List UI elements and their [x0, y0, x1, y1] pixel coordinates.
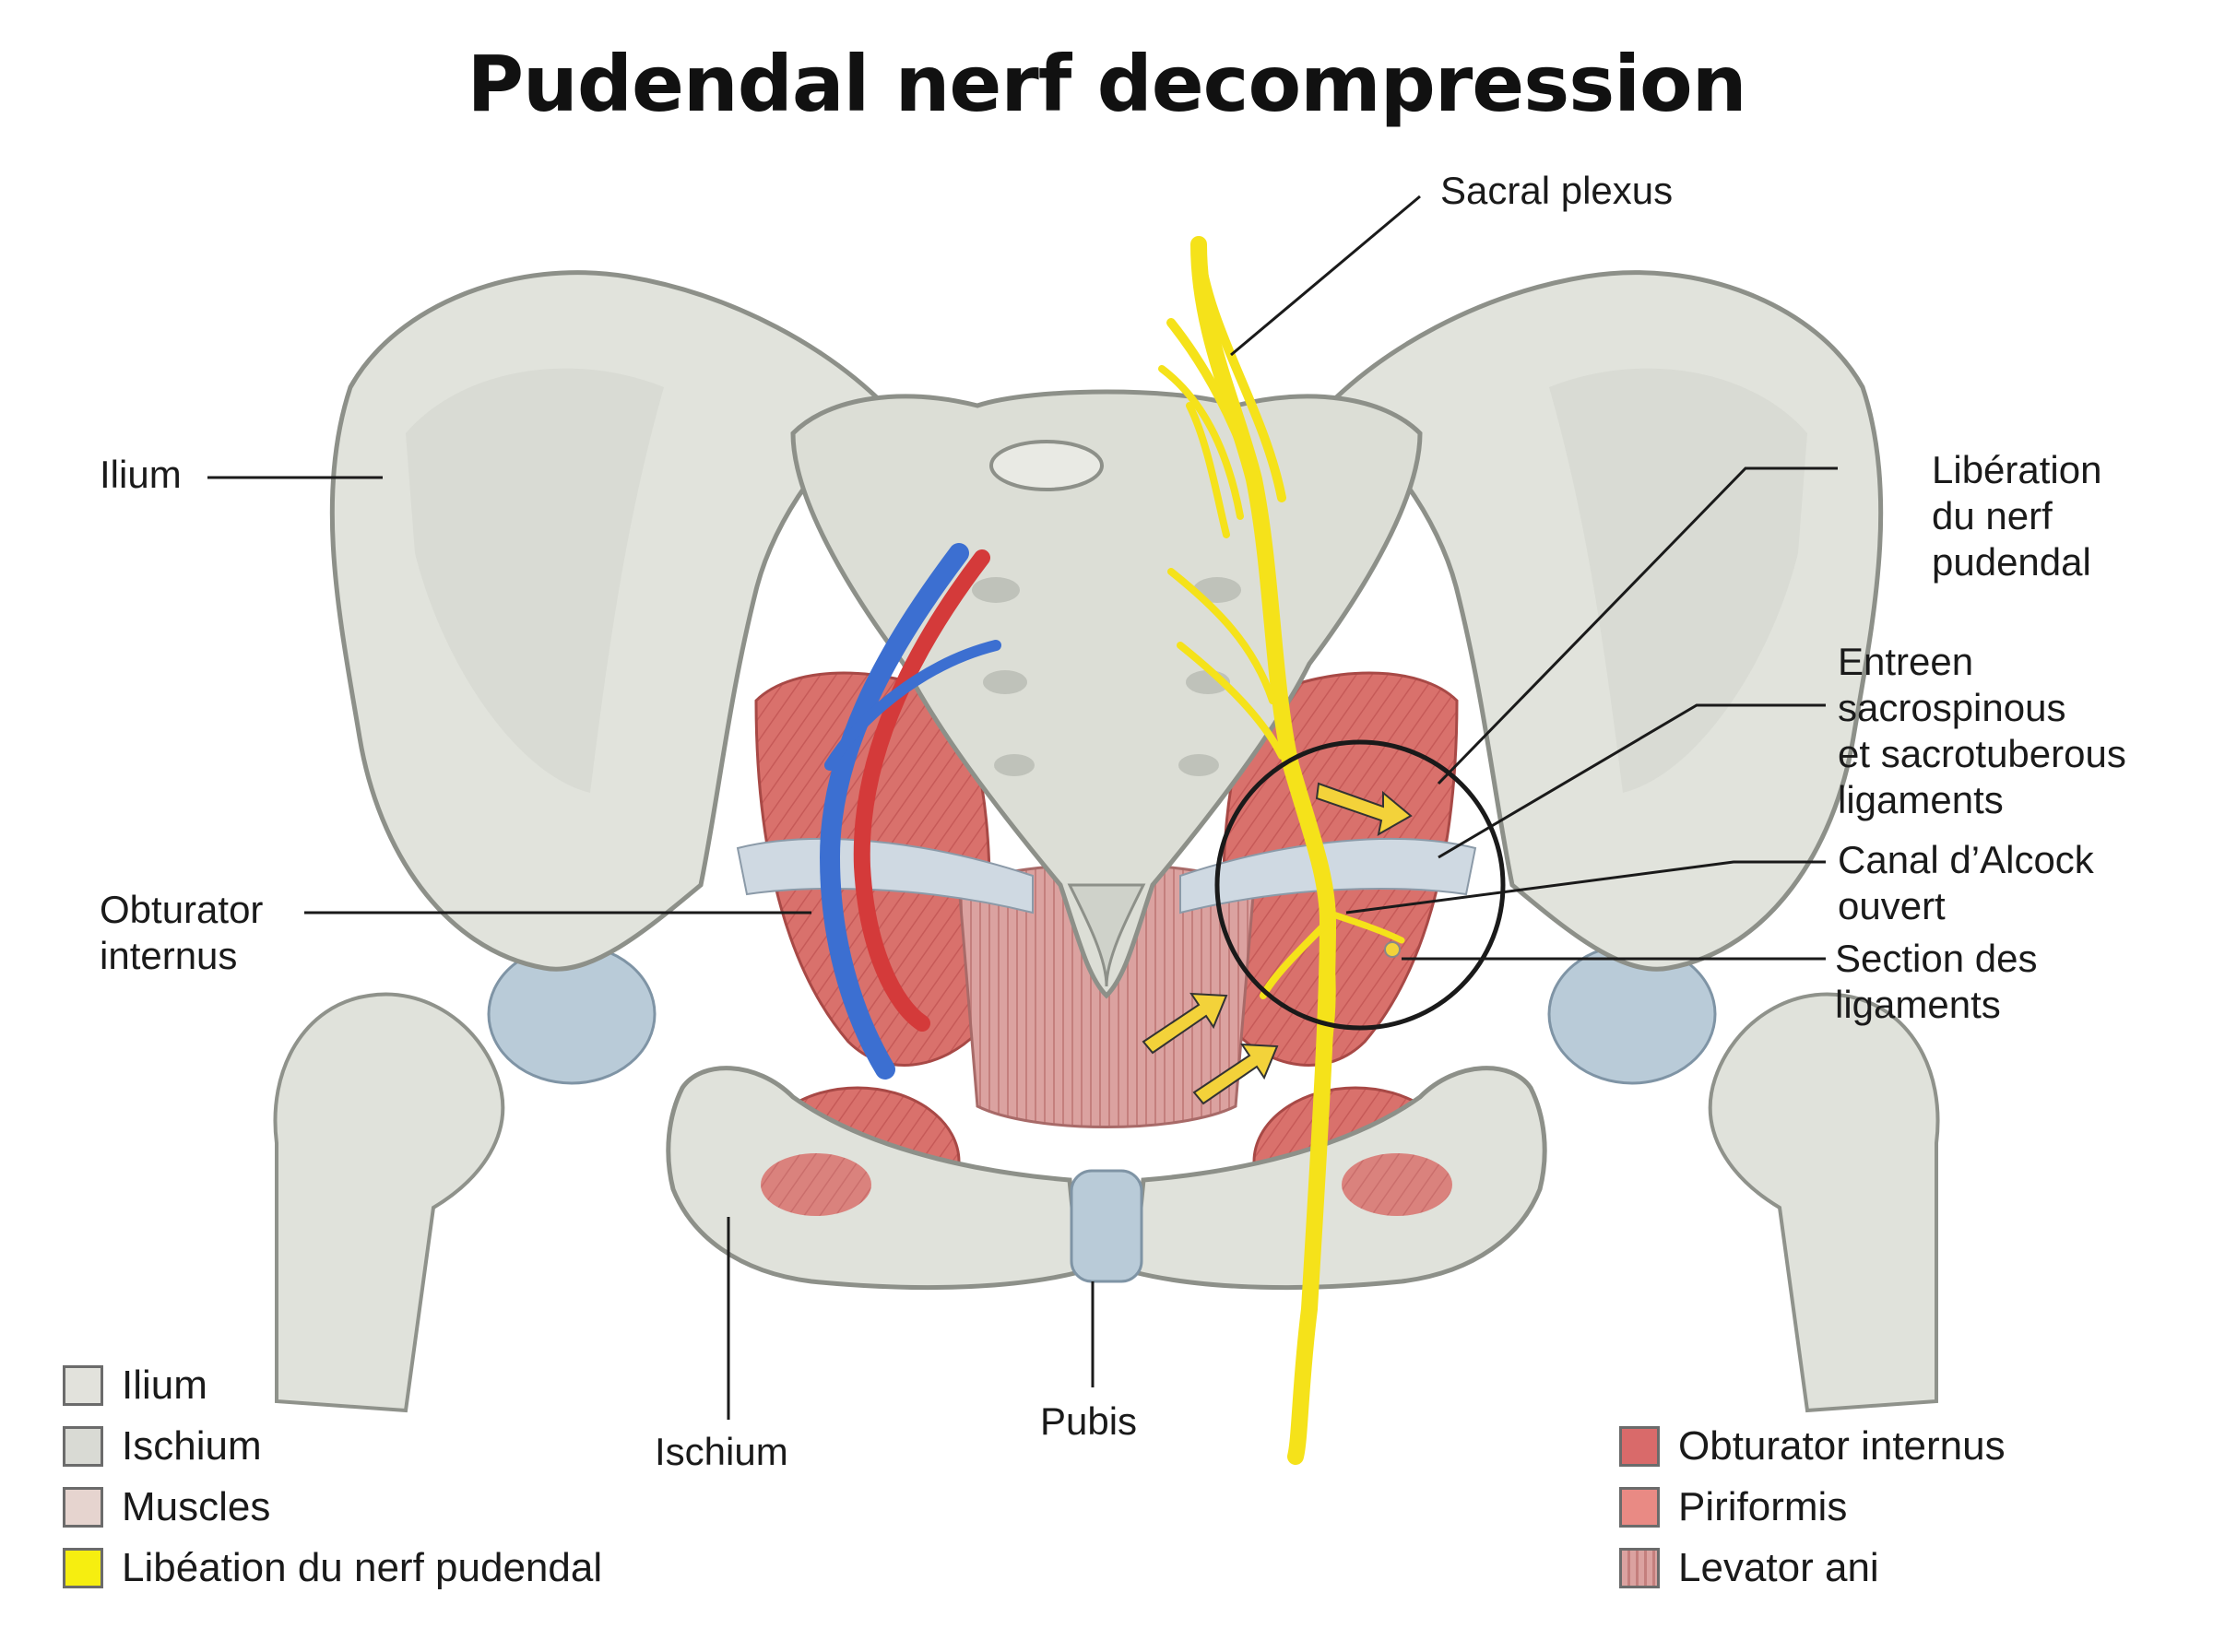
legend-swatch	[1619, 1548, 1660, 1588]
label-ischium: Ischium	[655, 1430, 788, 1473]
label-line: du nerf	[1932, 494, 2053, 537]
page-title: Pudendal nerf decompression	[467, 39, 1746, 129]
legend-left: Ilium Ischium Muscles Libéation du nerf …	[63, 1355, 602, 1599]
legend-swatch	[63, 1548, 103, 1588]
legend-label: Obturator internus	[1678, 1423, 2006, 1469]
label-line: internus	[100, 934, 238, 977]
legend-swatch	[63, 1426, 103, 1467]
legend-swatch	[1619, 1487, 1660, 1528]
label-line: Section des	[1835, 937, 2038, 980]
legend-label: Levator ani	[1678, 1545, 1879, 1590]
label-section: Section des ligaments	[1835, 936, 2037, 1028]
pudendal-nerve	[1158, 236, 1405, 1465]
label-line: ligaments	[1838, 778, 2004, 821]
legend-label: Libéation du nerf pudendal	[122, 1545, 603, 1590]
legend-swatch	[1619, 1426, 1660, 1467]
label-line: Obturator	[100, 888, 264, 931]
label-line: Entreen	[1838, 640, 1974, 683]
legend-label: Ilium	[122, 1363, 207, 1408]
label-line: et sacrotuberous	[1838, 732, 2126, 775]
label-canal: Canal d’Alcock ouvert	[1838, 837, 2094, 929]
label-entreen: Entreen sacrospinous et sacrotuberous li…	[1838, 639, 2126, 823]
legend-item-ischium: Ischium	[63, 1416, 602, 1477]
label-line: ouvert	[1838, 884, 1946, 927]
legend-item-piriformis: Piriformis	[1619, 1477, 2006, 1538]
legend-item-obturator: Obturator internus	[1619, 1416, 2006, 1477]
pubic-symphysis	[1070, 1169, 1143, 1283]
legend-label: Muscles	[122, 1484, 271, 1529]
right-ischium-pubis	[1131, 1066, 1547, 1291]
legend-right: Obturator internus Piriformis Levator an…	[1619, 1416, 2006, 1599]
leader-lines	[207, 195, 1838, 1420]
label-sacral-plexus: Sacral plexus	[1440, 169, 1674, 212]
label-line: pudendal	[1932, 540, 2091, 584]
decompression-circle	[1214, 739, 1506, 1031]
label-obturator-internus: Obturator internus	[100, 887, 263, 979]
legend-swatch	[63, 1487, 103, 1528]
label-line: Libération	[1932, 448, 2102, 491]
legend-item-nerve: Libéation du nerf pudendal	[63, 1538, 602, 1599]
label-liberation: Libération du nerf pudendal	[1932, 447, 2101, 585]
right-femur	[1708, 992, 1940, 1413]
label-line: Canal d’Alcock	[1838, 838, 2094, 881]
coccyx	[1067, 883, 1146, 987]
legend-item-levator: Levator ani	[1619, 1538, 2006, 1599]
legend-item-ilium: Ilium	[63, 1355, 602, 1416]
label-ilium: Ilium	[100, 453, 182, 496]
legend-swatch	[63, 1365, 103, 1406]
artery	[853, 549, 990, 1032]
legend-label: Piriformis	[1678, 1484, 1848, 1529]
legend-item-muscles: Muscles	[63, 1477, 602, 1538]
label-line: ligaments	[1835, 983, 2001, 1026]
sacral-promontory	[989, 440, 1104, 491]
legend-label: Ischium	[122, 1423, 262, 1469]
left-ischium-pubis	[666, 1066, 1082, 1291]
label-pubis: Pubis	[1040, 1399, 1138, 1443]
yellow-arrow-icon	[1142, 782, 1413, 1105]
label-line: sacrospinous	[1838, 686, 2066, 729]
vein	[819, 543, 969, 1080]
left-femur	[273, 992, 505, 1413]
left-ligament	[736, 838, 1034, 914]
